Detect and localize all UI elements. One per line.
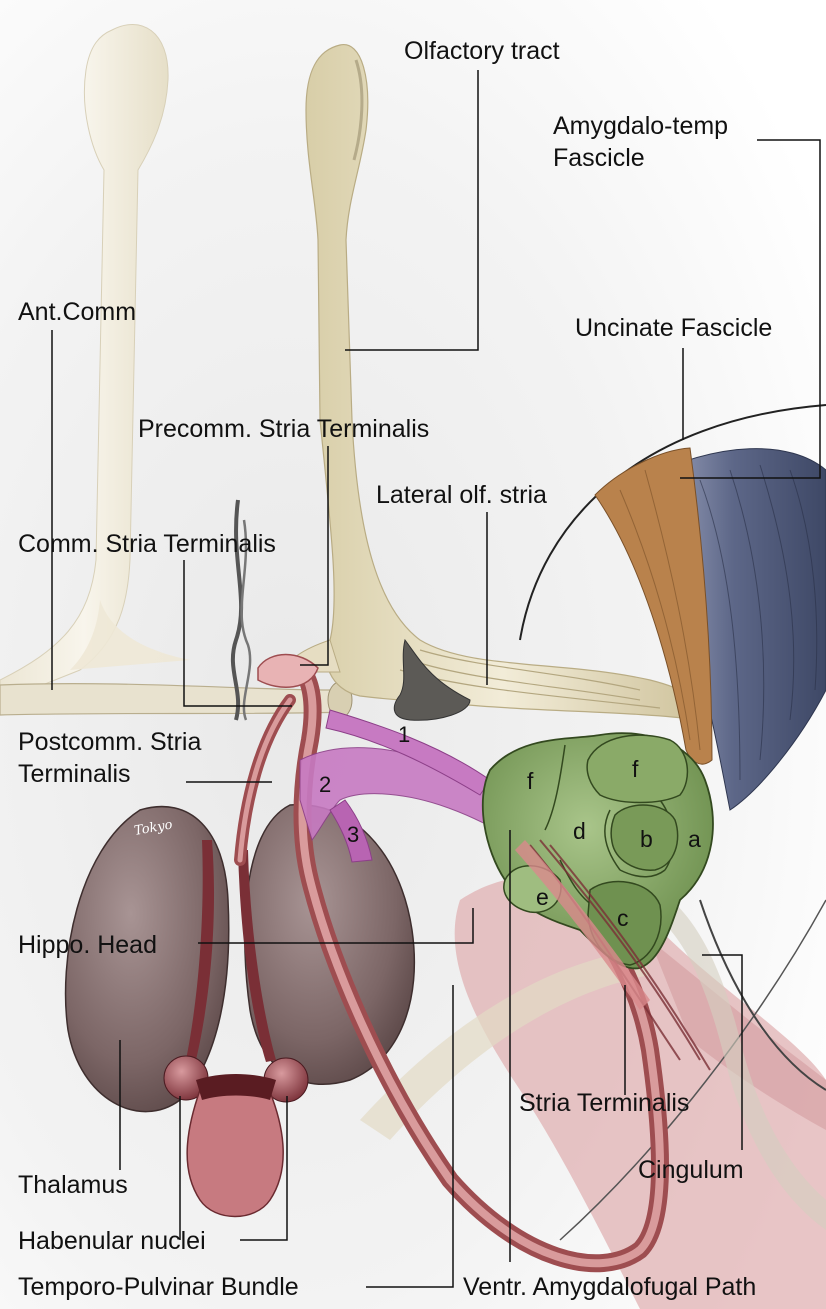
leader-habenular xyxy=(179,1096,288,1241)
leader-cingulum xyxy=(702,954,743,1150)
leader-lines xyxy=(51,70,821,1288)
label-amygdalo-temp-line2: Fascicle xyxy=(553,144,645,172)
fiber-band-lower xyxy=(360,950,650,1140)
label-uncinate-fascicle: Uncinate Fascicle xyxy=(575,314,773,342)
label-precomm-stria-terminalis: Precomm. Stria Terminalis xyxy=(138,415,430,443)
marker-2: 2 xyxy=(319,772,332,797)
label-hippo-head: Hippo. Head xyxy=(18,931,157,959)
label-cingulum: Cingulum xyxy=(638,1156,744,1184)
label-amygdalo-temp-line1: Amygdalo-temp xyxy=(553,112,729,140)
label-temporo-pulvinar-bundle: Temporo-Pulvinar Bundle xyxy=(18,1273,299,1301)
midline-vessel xyxy=(230,499,244,721)
label-postcomm-line2: Terminalis xyxy=(18,760,131,788)
label-comm-stria-terminalis: Comm. Stria Terminalis xyxy=(18,530,276,558)
temporal-lobe-outline-lower xyxy=(559,899,826,1241)
amygdala-f-top-lobe xyxy=(586,734,689,804)
amygdala-b-lobe xyxy=(610,804,679,871)
postcomm-stria-branch-hl xyxy=(237,697,293,863)
anterior-perforated-substance xyxy=(393,638,471,721)
label-postcomm-line1: Postcomm. Stria xyxy=(18,728,202,756)
artist-signature: Tokyo xyxy=(133,817,174,838)
leader-comm-stria xyxy=(183,560,292,707)
midline-vessel-2 xyxy=(240,519,252,721)
uncinate-fascicle xyxy=(594,447,713,765)
pink-fiber-3 xyxy=(329,799,373,863)
cingulum-curve xyxy=(699,899,826,1091)
label-thalamus: Thalamus xyxy=(18,1171,128,1199)
right-stria-medullaris xyxy=(238,850,276,1062)
marker-e: e xyxy=(536,884,549,910)
marker-f-left: f xyxy=(527,768,534,794)
blue-fibers xyxy=(699,464,818,781)
precomm-stria-knot xyxy=(257,653,319,688)
pink-fiber-1 xyxy=(325,709,491,796)
label-lateral-olf-stria: Lateral olf. stria xyxy=(376,481,547,509)
leader-temporo-pulvinar xyxy=(366,985,454,1288)
left-olfactory-fan xyxy=(70,600,190,670)
pineal-gland xyxy=(186,1082,284,1218)
leader-olfactory-tract xyxy=(345,70,479,351)
leader-amygdalo-temp xyxy=(680,139,821,479)
left-stria-medullaris xyxy=(186,840,215,1060)
marker-3: 3 xyxy=(347,822,360,847)
marker-c: c xyxy=(617,905,629,931)
label-ventr-amygdalofugal-path: Ventr. Amygdalofugal Path xyxy=(463,1273,757,1301)
stria-terminalis-pink-bundle xyxy=(515,840,650,1010)
marker-a: a xyxy=(688,826,701,852)
label-ant-comm: Ant.Comm xyxy=(18,298,137,326)
label-stria-terminalis: Stria Terminalis xyxy=(519,1089,690,1117)
leader-hippo-head xyxy=(198,908,474,944)
label-habenular-nuclei: Habenular nuclei xyxy=(18,1227,206,1255)
habenular-commission xyxy=(196,1074,276,1100)
marker-d: d xyxy=(573,818,586,844)
olfactory-tract xyxy=(305,44,701,721)
marker-1: 1 xyxy=(398,722,411,747)
marker-b: b xyxy=(640,826,653,852)
uncinate-fibers xyxy=(619,469,701,751)
olfactory-tract-shadow xyxy=(352,59,364,161)
leader-precomm xyxy=(300,446,329,666)
marker-f-top: f xyxy=(632,756,639,782)
label-olfactory-tract: Olfactory tract xyxy=(404,37,560,65)
cingulum-band xyxy=(630,880,826,1230)
